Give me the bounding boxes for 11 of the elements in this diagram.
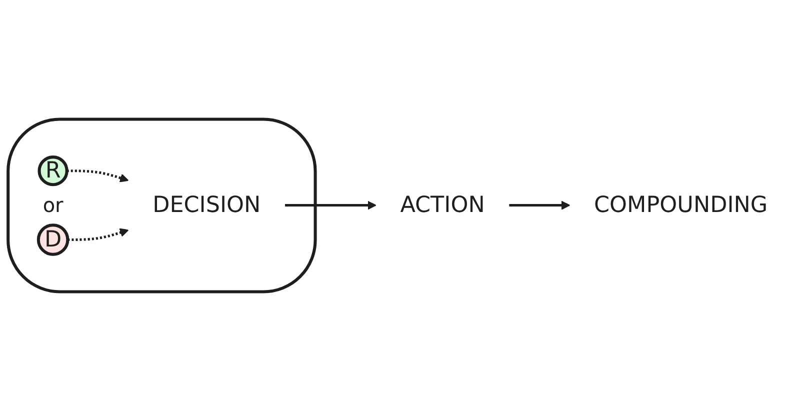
node-text: COMPOUNDING — [594, 192, 768, 218]
arrow — [509, 200, 570, 210]
node-text: ACTION — [400, 192, 485, 218]
arrow — [68, 228, 129, 241]
node-text: DECISION — [152, 192, 261, 218]
node-circle: D — [36, 224, 70, 256]
arrow — [66, 170, 129, 182]
cluster — [6, 118, 317, 294]
node-circle: R — [38, 156, 68, 186]
arrow — [284, 200, 376, 210]
connective-text: or — [42, 194, 64, 216]
